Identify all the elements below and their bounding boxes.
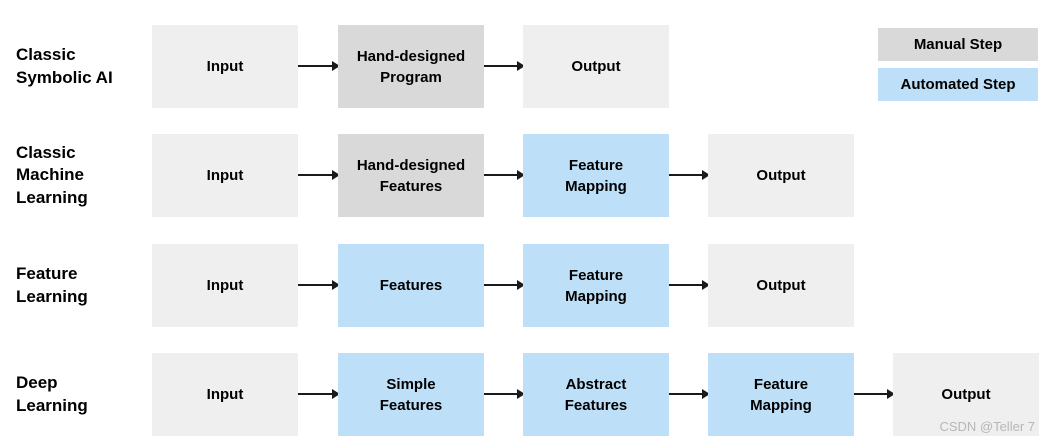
arrow-right-icon <box>669 280 710 290</box>
box-feature-mapping: Feature Mapping <box>708 353 854 436</box>
arrow-right-icon <box>298 389 340 399</box>
box-input: Input <box>152 134 298 217</box>
arrow-right-icon <box>298 170 340 180</box>
box-hand-designed-program: Hand-designed Program <box>338 25 484 108</box>
box-input: Input <box>152 353 298 436</box>
box-feature-mapping: Feature Mapping <box>523 134 669 217</box>
box-features: Features <box>338 244 484 327</box>
box-hand-designed-features: Hand-designed Features <box>338 134 484 217</box>
box-output: Output <box>523 25 669 108</box>
arrow-right-icon <box>298 280 340 290</box>
row-label-classic-symbolic-ai: Classic Symbolic AI <box>16 45 113 87</box>
arrow-right-icon <box>854 389 895 399</box>
arrow-right-icon <box>669 170 710 180</box>
legend-item-manual-step: Manual Step <box>878 28 1038 61</box>
box-feature-mapping: Feature Mapping <box>523 244 669 327</box>
box-output: Output <box>893 353 1039 436</box>
arrow-right-icon <box>484 170 525 180</box>
box-input: Input <box>152 244 298 327</box>
box-simple-features: Simple Features <box>338 353 484 436</box>
watermark-text: CSDN @Teller 7 <box>939 419 1035 434</box>
box-output: Output <box>708 244 854 327</box>
legend-item-automated-step: Automated Step <box>878 68 1038 101</box>
row-label-deep-learning: Deep Learning <box>16 373 88 415</box>
row-label-classic-machine-learning: Classic Machine Learning <box>16 142 88 207</box>
arrow-right-icon <box>669 389 710 399</box>
box-abstract-features: Abstract Features <box>523 353 669 436</box>
box-output: Output <box>708 134 854 217</box>
arrow-right-icon <box>298 61 340 71</box>
row-label-feature-learning: Feature Learning <box>16 264 88 306</box>
box-input: Input <box>152 25 298 108</box>
arrow-right-icon <box>484 61 525 71</box>
arrow-right-icon <box>484 280 525 290</box>
arrow-right-icon <box>484 389 525 399</box>
